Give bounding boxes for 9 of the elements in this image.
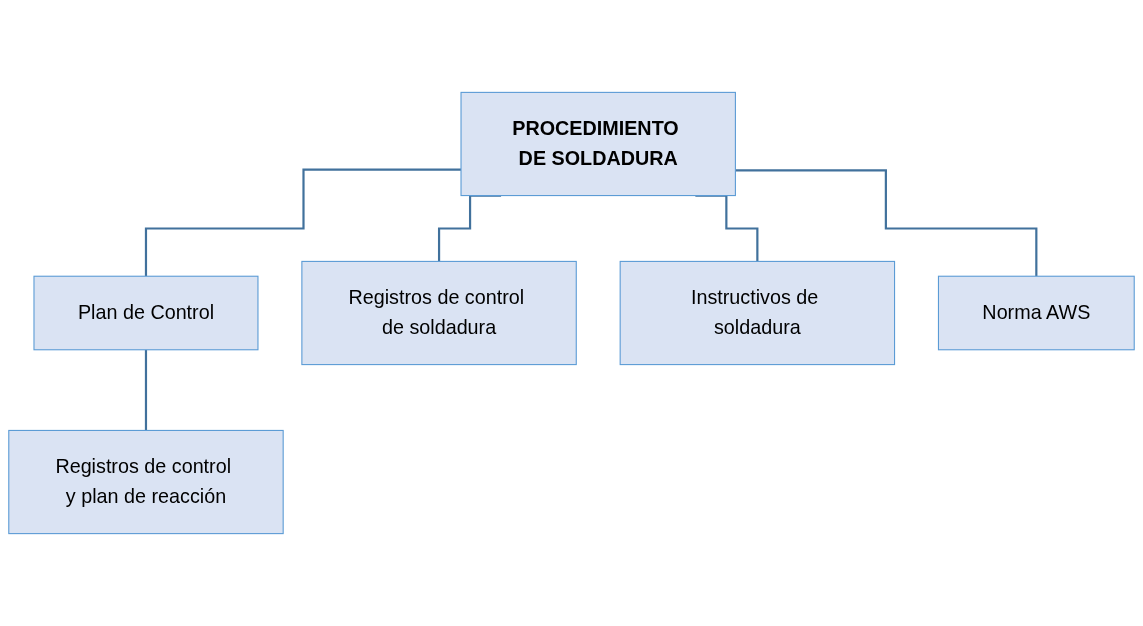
node-box: Norma AWS — [937, 275, 1135, 351]
node-box: Registros de control y plan de reacción — [8, 429, 284, 535]
connector — [144, 168, 461, 278]
node-box: Registros de control de soldadura — [301, 260, 577, 366]
connector — [735, 169, 1038, 278]
connector — [144, 348, 148, 432]
node-box: PROCEDIMIENTO DE SOLDADURA — [460, 91, 736, 197]
node-box: Plan de Control — [33, 275, 259, 351]
node-box: Instructivos de soldadura — [619, 260, 896, 366]
